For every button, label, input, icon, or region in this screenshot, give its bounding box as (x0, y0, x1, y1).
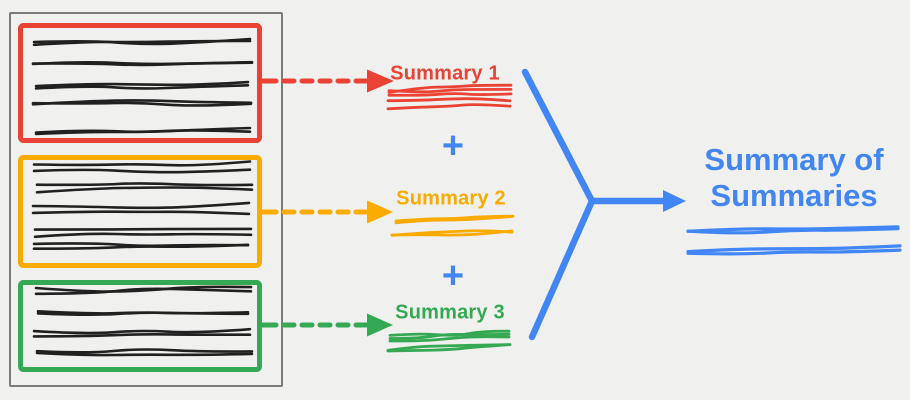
chunk-3-text-line (35, 348, 254, 357)
chunk-2-arrowhead-icon (367, 200, 393, 224)
summary-3-scribble (388, 329, 511, 343)
chunk-3-arrowhead-icon (367, 313, 393, 337)
summary-2-scribble (390, 229, 514, 237)
summary-1-scribble (386, 97, 512, 111)
result-title: Summary of Summaries (704, 142, 884, 213)
chunk-2-text-line (32, 242, 250, 250)
chunk-3-text-line (34, 285, 253, 296)
summary-1-scribble (387, 83, 513, 97)
chunk-1-text-line (32, 37, 252, 47)
document-outline (9, 12, 283, 387)
chunk-2-text-line (33, 227, 253, 239)
summary-1-label: Summary 1 (390, 62, 500, 85)
summary-3-scribble (386, 343, 512, 353)
plus-operator: + (441, 124, 465, 167)
chunk-1-text-line (31, 99, 253, 107)
merge-arrowhead-icon (663, 190, 686, 212)
result-scribble (686, 244, 902, 256)
chunk-1-arrowhead-icon (367, 69, 394, 93)
chunk-2-text-line (32, 160, 252, 174)
result-scribble (686, 225, 900, 235)
chunk-3-box (18, 280, 262, 372)
summary-2-label: Summary 2 (396, 187, 506, 210)
summary-2-scribble (394, 214, 515, 225)
chunk-1-text-line (31, 60, 254, 67)
summary-3-label: Summary 3 (395, 301, 505, 324)
chunk-1-text-line (34, 126, 252, 136)
chunk-1-text-line (34, 80, 250, 90)
plus-operator: + (441, 254, 465, 297)
chunk-3-text-line (32, 327, 252, 338)
chunk-2-text-line (31, 201, 251, 216)
chunk-3-text-line (36, 310, 250, 317)
chunk-2-text-line (35, 182, 254, 194)
merge-lines (521, 68, 596, 341)
